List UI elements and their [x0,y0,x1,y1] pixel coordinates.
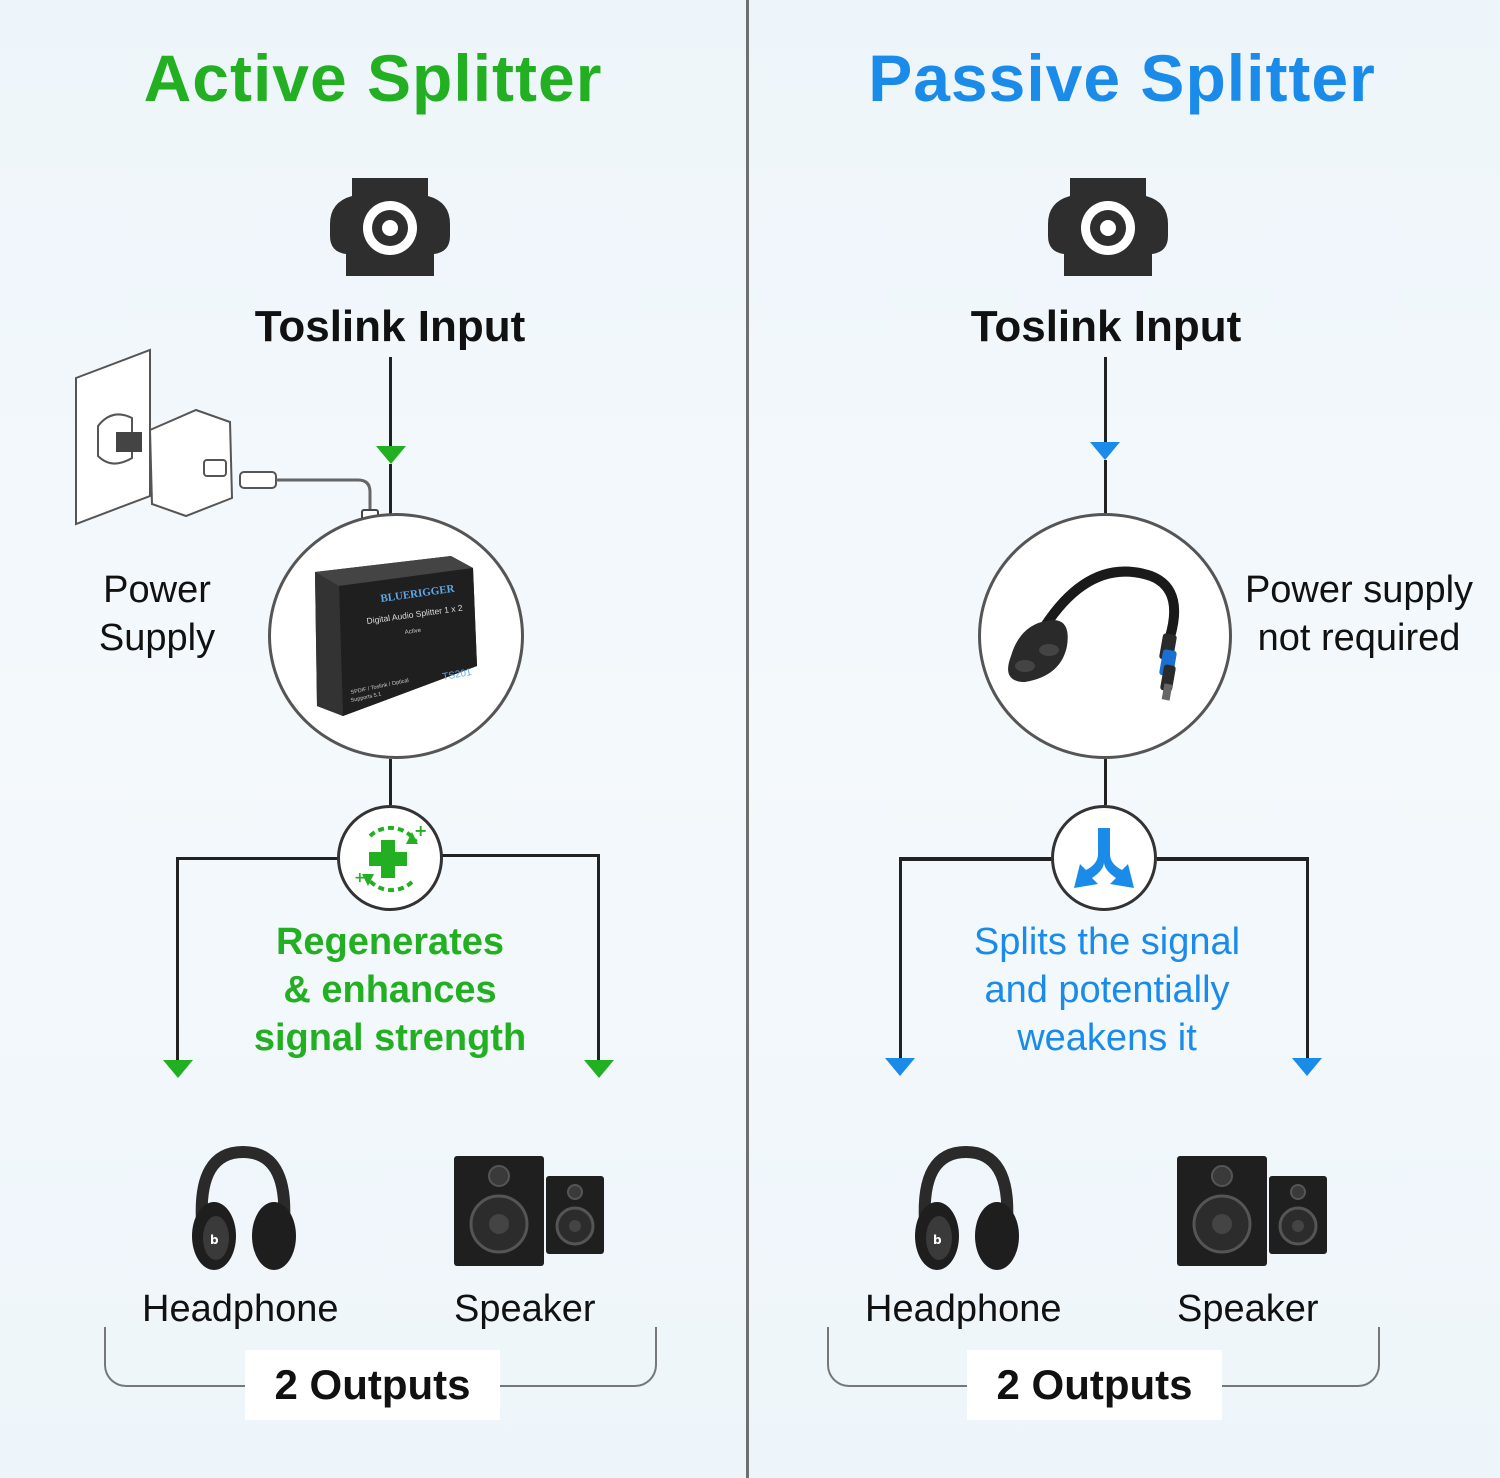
passive-desc-line3: weakens it [1017,1017,1197,1059]
input-arrow [1090,442,1120,460]
right-output-arrow [1292,1058,1322,1076]
input-line [389,357,392,451]
power-not-required-text: Power supply not required [1237,566,1481,662]
branch-left-drop [176,857,179,1062]
power-not-required-line1: Power supply [1244,569,1474,611]
passive-title: Passive Splitter [868,41,1376,115]
passive-splitter-panel: Passive Splitter Toslink Input Power sup… [749,0,1495,1478]
regenerate-circle: + + [337,805,443,911]
active-desc-line3: signal strength [253,1017,527,1059]
split-arrow-icon [1074,828,1134,888]
active-description: Regenerates & enhances signal strength [220,918,560,1062]
active-splitter-device-circle: BLUERIGGER Digital Audio Splitter 1 x 2 … [268,513,524,759]
passive-output-headphone-label: Headphone [865,1288,1062,1330]
branch-left-drop [899,857,902,1059]
toslink-port-icon [1048,178,1168,276]
passive-desc-line2: and potentially [984,969,1230,1011]
headphone-icon: b [192,1145,296,1270]
device-output-line [1104,759,1107,805]
branch-right-drop [1306,857,1309,1059]
toslink-port-icon [330,178,450,276]
power-not-required-line2: not required [1257,617,1461,659]
panel-divider [746,0,749,1478]
svg-text:b: b [933,1233,942,1247]
active-desc-line2: & enhances [283,969,497,1011]
device-type: Active [404,628,422,636]
active-outputs-label: 2 Outputs [245,1350,500,1420]
input-line-lower [1104,460,1107,515]
svg-text:+: + [414,821,427,840]
passive-input-label: Toslink Input [970,302,1242,351]
svg-text:+: + [354,870,366,886]
right-output-arrow [584,1060,614,1078]
input-line [1104,357,1107,445]
speaker-icon [454,1156,604,1266]
power-supply-text: Power Supply [92,566,222,662]
passive-output-speaker-label: Speaker [1177,1288,1319,1330]
input-line-lower [389,464,392,516]
svg-text:b: b [210,1233,219,1247]
branch-right-line [1157,857,1309,861]
device-output-line [389,759,392,805]
branch-left-line [899,857,1054,861]
branch-right-line [440,854,600,857]
speaker-icon [1177,1156,1327,1266]
active-desc-line1: Regenerates [275,921,505,963]
passive-splitter-device-circle [978,513,1232,759]
branch-left-line [176,857,341,860]
passive-desc-line1: Splits the signal [973,921,1241,963]
input-arrow [376,446,406,464]
passive-splitter-cable-image [1008,566,1180,701]
active-output-speaker-label: Speaker [454,1288,596,1330]
power-supply-line2: Supply [98,617,216,659]
power-supply-line1: Power [103,569,211,611]
passive-outputs-label: 2 Outputs [967,1350,1222,1420]
split-circle [1051,805,1157,911]
left-output-arrow [885,1058,915,1076]
wall-outlet-icon [75,348,379,543]
regenerate-plus-icon: + + [354,821,427,893]
headphone-icon: b [915,1145,1019,1270]
device-model-code: TS201 [442,667,473,683]
passive-description: Splits the signal and potentially weaken… [937,918,1277,1062]
active-splitter-device-image: BLUERIGGER Digital Audio Splitter 1 x 2 … [315,556,477,716]
active-output-headphone-label: Headphone [142,1288,339,1330]
active-input-label: Toslink Input [254,302,526,351]
active-title: Active Splitter [143,41,603,115]
left-output-arrow [163,1060,193,1078]
active-splitter-panel: Active Splitter Toslink Input Power Supp… [0,0,746,1478]
branch-right-drop [597,854,600,1062]
